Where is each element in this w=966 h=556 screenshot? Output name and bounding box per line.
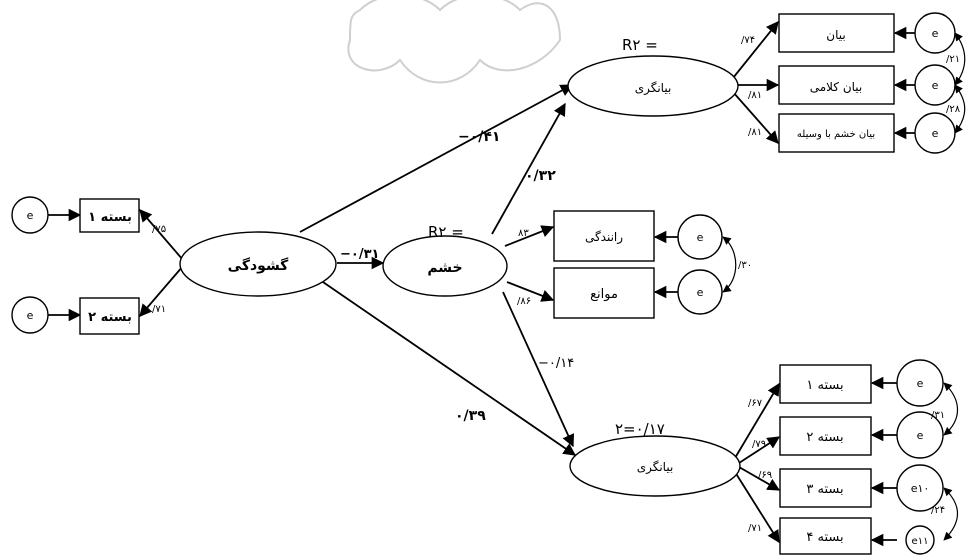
error-left-2 [11,296,49,334]
watermark-emblem [347,0,562,84]
error-top-3 [914,112,956,154]
path-frust-left1 [139,209,184,261]
indicator-bottom-4-label: بسته ۴ [806,530,843,545]
coef-frust-top: −۰/۴۱ [458,129,500,145]
latent-anger-label: خشم [427,260,462,276]
cov-bot-1-2 [943,382,958,436]
coef-top-err-cov-1: /۲۱ [946,54,960,65]
latent-expression-bottom-label: بیانگری [637,460,674,475]
coef-bottom-4: /۷۱ [748,523,762,534]
indicator-bottom-3-label: بسته ۳ [806,482,843,497]
latent-anger [382,235,508,297]
indicator-mid-2-label: موانع [590,287,618,302]
latent-expression-top [567,55,739,117]
coef-top-1: /۷۴ [741,35,755,46]
error-bottom-1 [896,359,944,407]
indicator-bottom-1-label: بسته ۱ [806,378,843,393]
error-left-1-label: e [27,209,34,222]
cov-top-1-2 [954,32,966,86]
r-squared-anger: R۲ = [428,223,464,241]
error-bottom-3 [896,464,944,512]
latent-expression-top-label: بیانگری [635,81,672,96]
error-mid-1 [677,214,723,260]
indicator-bottom-3 [779,468,872,508]
latent-expression-bottom [569,435,741,497]
cov-top-2-3 [954,84,966,134]
error-top-1-label: e [932,27,939,40]
coef-top-3: /۸۱ [748,127,762,138]
indicator-top-3-label: بیان خشم با وسیله [797,129,875,140]
coef-mid-1: ۸۳ [518,228,529,239]
path-frust-bottom [319,279,577,456]
indicator-top-1 [778,13,895,53]
indicator-left-2-label: بسته ۲ [88,310,132,325]
path-anger-top [491,102,566,235]
error-top-3-label: e [932,127,939,140]
coef-top-err-cov-2: /۲۸ [946,104,961,115]
latent-frustration [179,231,337,297]
error-top-2-label: e [932,79,939,92]
error-top-2 [914,64,956,106]
coef-mid-cov: /۳۰ [738,260,752,271]
error-mid-2-label: e [697,286,704,299]
path-top-1 [732,21,779,79]
indicator-top-2-label: بیان کلامی [810,80,863,94]
indicator-left-1-label: بسته ۱ [88,210,132,225]
path-bottom-4 [734,471,780,544]
path-anger-bottom [502,291,575,448]
indicator-bottom-2 [779,416,872,456]
latent-frustration-label: گشودگی [228,257,290,274]
path-frust-top [299,84,574,233]
path-bottom-1 [734,382,780,459]
indicator-top-1-label: بیان [826,28,845,42]
r-squared-top: R۲ = [622,36,658,54]
indicator-mid-1-label: رانندگی [585,230,623,245]
coef-anger-top: ۰/۳۲ [525,168,556,184]
error-left-1 [11,196,49,234]
error-bottom-2 [896,411,944,459]
indicator-mid-1 [553,210,655,262]
path-frust-left2 [139,265,184,317]
coef-bottom-2: /۷۹ [752,439,766,450]
coef-bottom-1: /۶۷ [748,398,763,409]
indicator-top-3 [778,113,895,153]
indicator-left-1 [79,198,140,233]
indicator-top-2 [778,65,895,105]
path-bottom-3 [738,466,781,491]
indicator-bottom-4 [779,517,872,555]
error-bottom-4 [905,525,935,555]
indicator-mid-2 [553,267,655,319]
error-mid-1-label: e [697,231,704,244]
path-bottom-2 [738,436,781,464]
error-mid-2 [677,269,723,315]
coef-mid-2: /۸۶ [517,296,531,307]
error-left-2-label: e [27,309,34,322]
coef-left-2: /۷۱ [152,304,166,315]
coef-anger-bottom: −۰/۱۴ [538,356,574,371]
coef-top-2: /۸۱ [748,90,762,101]
coef-bottom-3: /۶۹ [758,470,772,481]
error-bottom-4-label: e۱۱ [912,536,929,547]
error-top-1 [914,12,956,54]
coef-bottom-cov-2: /۲۴ [931,505,945,516]
error-bottom-2-label: e [917,429,924,442]
indicator-bottom-1 [779,364,872,404]
indicator-left-2 [79,297,140,335]
coef-frust-bottom: ۰/۳۹ [455,408,486,424]
path-anger-mid2 [506,281,555,302]
coef-bottom-cov-1: /۳۱ [931,410,945,421]
error-bottom-3-label: e۱۰ [911,482,930,495]
path-anger-mid1 [504,225,555,247]
coef-frust-anger: −۰/۳۱ [340,247,379,262]
path-top-3 [732,91,779,144]
indicator-bottom-2-label: بسته ۲ [806,430,843,445]
cov-bot-3-4 [943,487,958,541]
error-bottom-1-label: e [917,377,924,390]
cov-mid [722,236,737,293]
coef-left-1: /۷۵ [152,224,166,235]
r-squared-bottom: ۲=۰/۱۷ [615,420,665,438]
